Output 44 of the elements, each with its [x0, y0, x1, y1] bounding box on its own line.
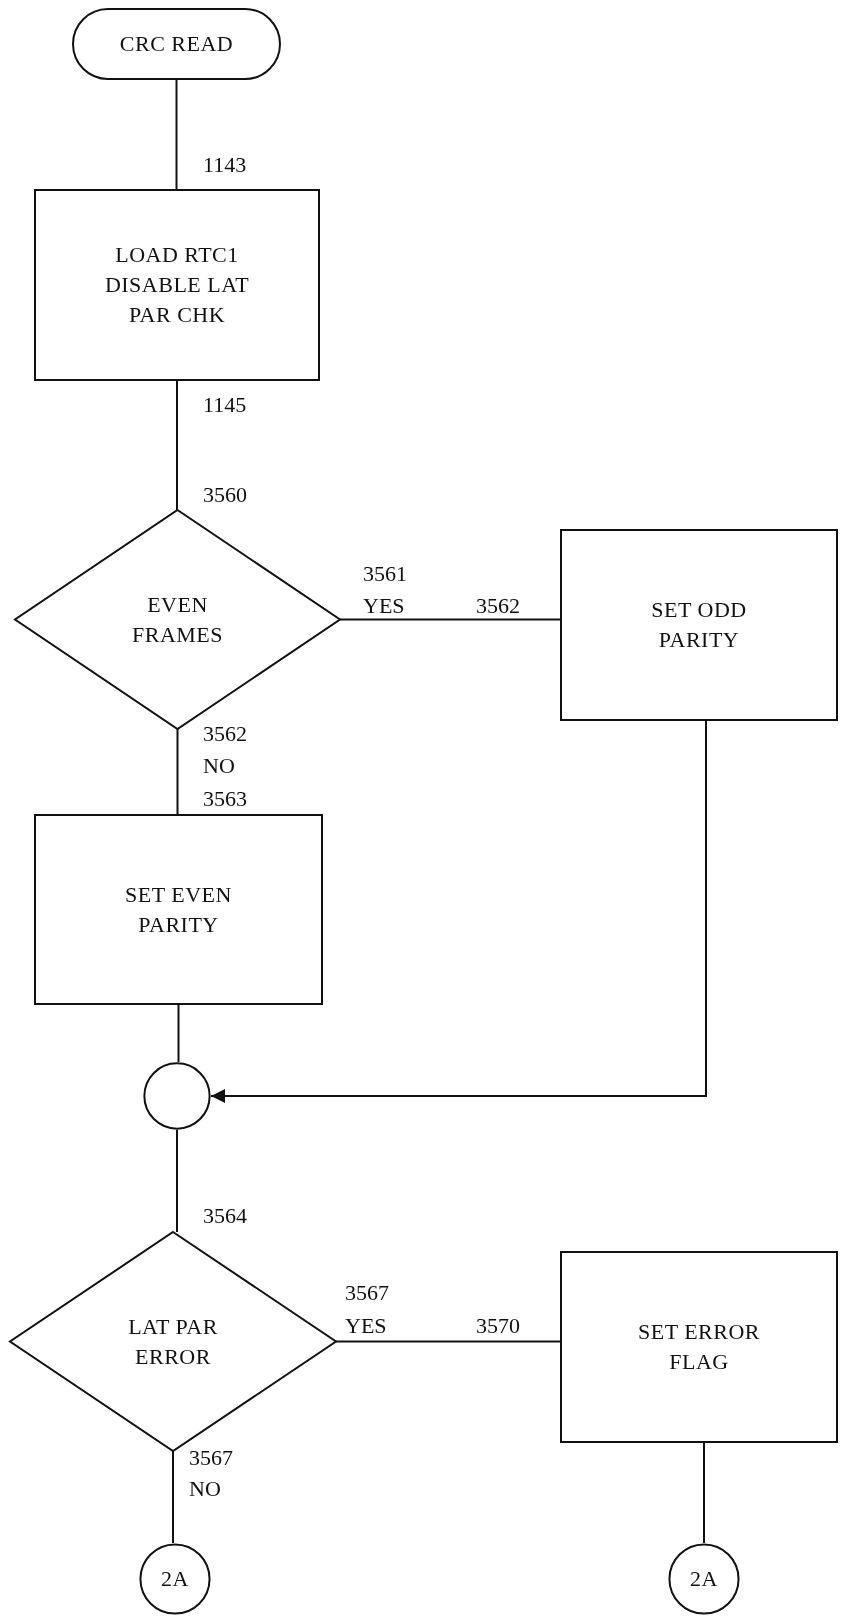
- connector-circle: [143, 1062, 211, 1130]
- step-number: 3562: [476, 593, 520, 619]
- node-text: EVEN FRAMES: [130, 590, 224, 649]
- node-text: CRC READ: [119, 30, 234, 58]
- connector-line: [703, 1442, 705, 1544]
- step-number: 3567: [345, 1280, 389, 1306]
- node-text: 2A: [690, 1565, 718, 1593]
- step-number: YES: [345, 1313, 387, 1339]
- connector-line: [339, 618, 561, 621]
- step-number: 3570: [476, 1313, 520, 1339]
- step-number: 3567: [189, 1445, 233, 1471]
- decision-diamond: [15, 510, 340, 729]
- step-number: 3562: [203, 721, 247, 747]
- decision-diamond: [10, 1232, 336, 1451]
- connector-line: [172, 1450, 174, 1544]
- arrow: [210, 720, 707, 1103]
- connector-line: [335, 1340, 561, 1343]
- process-box: [34, 814, 323, 1005]
- connector-line: [176, 380, 178, 511]
- node-text: LAT PAR ERROR: [127, 1312, 219, 1371]
- process-box: [560, 529, 838, 721]
- process-box: [34, 189, 320, 381]
- connector-line: [177, 1004, 180, 1063]
- step-number: 1143: [203, 152, 247, 178]
- step-number: 3561: [363, 561, 407, 587]
- node-text: LOAD RTC1: [115, 241, 239, 269]
- connector-line: [175, 79, 178, 190]
- step-number: 3560: [203, 482, 247, 508]
- node-text: DISABLE LAT PAR CHK: [103, 271, 251, 329]
- step-number: YES: [363, 593, 405, 619]
- node-text: SET EVEN PARITY: [124, 880, 233, 939]
- node-text: 2A: [161, 1565, 189, 1593]
- process-box: [560, 1251, 838, 1443]
- connector-circle: [139, 1543, 211, 1615]
- step-number: NO: [189, 1476, 221, 1502]
- node-text: SET ODD PARITY: [650, 596, 748, 654]
- node-text: SET ERROR FLAG: [636, 1318, 762, 1376]
- step-number: 1145: [203, 392, 247, 418]
- step-number: NO: [203, 753, 235, 779]
- connector-line: [176, 728, 179, 815]
- connector-line: [176, 1129, 178, 1233]
- connector-circle: [668, 1543, 740, 1615]
- step-number: 3564: [203, 1203, 247, 1229]
- step-number: 3563: [203, 786, 247, 812]
